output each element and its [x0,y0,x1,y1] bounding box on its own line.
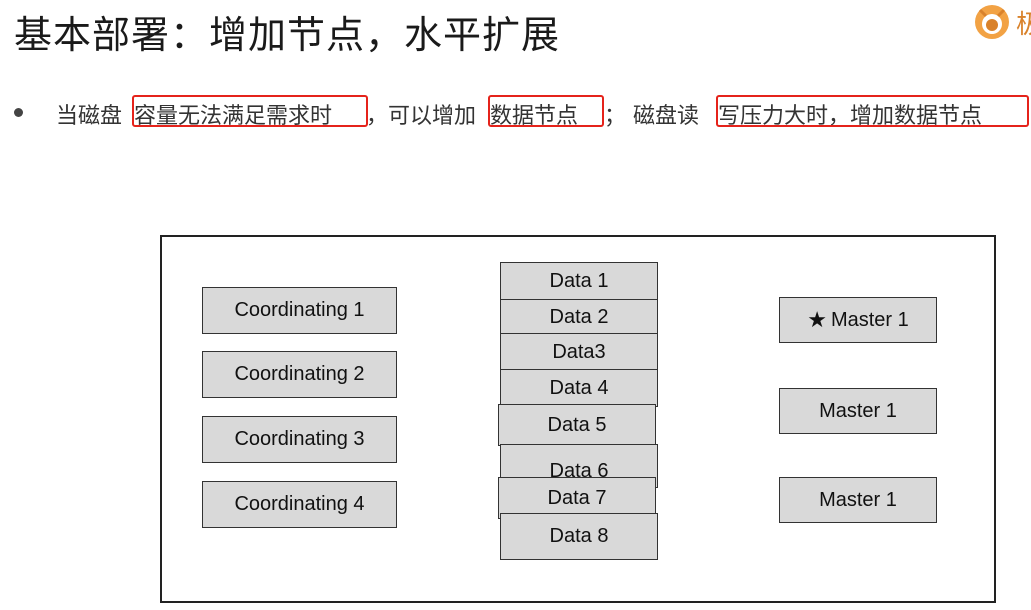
data-node: Data 8 [500,513,658,560]
master-node-elected: ★ Master 1 [779,297,937,343]
data-node: Data 7 [498,477,656,519]
slide-title: 基本部署：增加节点，水平扩展 [14,13,561,57]
star-icon: ★ [807,307,827,332]
data-node: Data 2 [500,299,658,335]
bullet-text-highlight-2: 数据节点 [490,104,579,129]
bullet-text-2: ，可以增加 [366,104,477,129]
bullet-dot-icon [14,108,23,117]
highlight-box [132,95,368,127]
master-node: Master 1 [779,477,937,523]
data-node: Data 5 [498,404,656,446]
coordinating-node: Coordinating 1 [202,287,397,334]
bullet-text-highlight-3: 写压力大时，增加数据节点 [718,104,983,129]
master-node: Master 1 [779,388,937,434]
bullet-text-3: ； 磁盘读 [604,104,699,129]
coordinating-node: Coordinating 3 [202,416,397,463]
data-node: Data 4 [500,369,658,407]
data-node: Data 1 [500,262,658,300]
bullet-text-1: 当磁盘 [56,104,123,129]
logo-text: 极 [1016,10,1031,40]
bullet-text-highlight-1: 容量无法满足需求时 [134,104,333,129]
data-node: Data3 [500,333,658,371]
master-node-label: Master 1 [830,308,909,331]
geek-logo-icon [975,5,1009,39]
coordinating-node: Coordinating 4 [202,481,397,528]
highlight-box [716,95,1029,127]
highlight-box [488,95,604,127]
coordinating-node: Coordinating 2 [202,351,397,398]
